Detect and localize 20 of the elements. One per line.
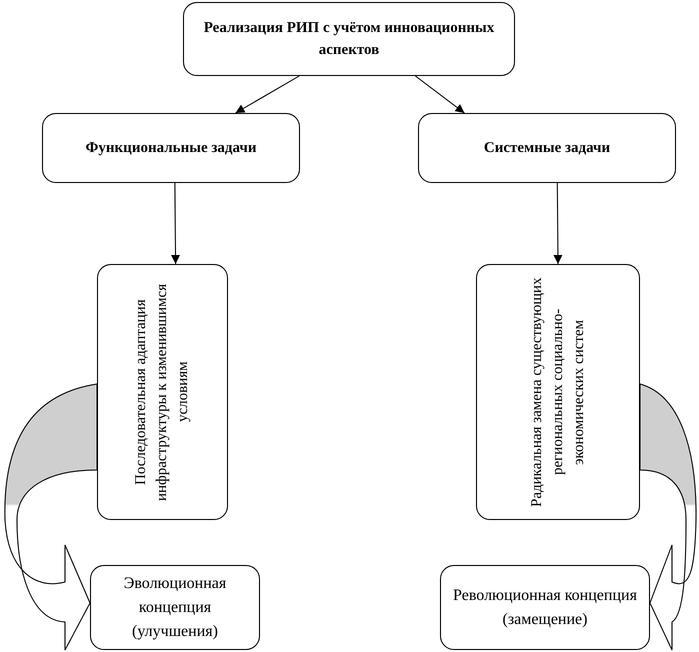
description-box xyxy=(97,264,228,520)
concept-box xyxy=(90,565,260,650)
node-text: Революционная концепция (замещение) xyxy=(452,586,638,630)
node-text: Системные задачи xyxy=(482,139,612,158)
task-box xyxy=(418,113,676,183)
arrow xyxy=(553,182,562,264)
node-text: Эволюционная концепция (улучшения) xyxy=(122,574,228,642)
arrow xyxy=(171,182,180,264)
arrow xyxy=(414,76,465,114)
curved-block-arrow xyxy=(640,384,696,650)
node-text: Радикальная замена существующих региональных социально- экономических систем xyxy=(528,276,588,509)
description-box xyxy=(476,264,640,520)
task-box xyxy=(42,113,300,183)
concept-box xyxy=(440,565,650,650)
node-text: Функциональные задачи xyxy=(84,139,258,158)
node-text: Реализация РИП с учётом инновационных аспектов xyxy=(202,19,496,60)
arrow xyxy=(235,76,300,114)
curved-block-arrow xyxy=(4,384,98,650)
node-text: Последовательная адаптация инфраструктуры к изменившимся условиям xyxy=(132,282,192,503)
title-box xyxy=(183,2,515,76)
